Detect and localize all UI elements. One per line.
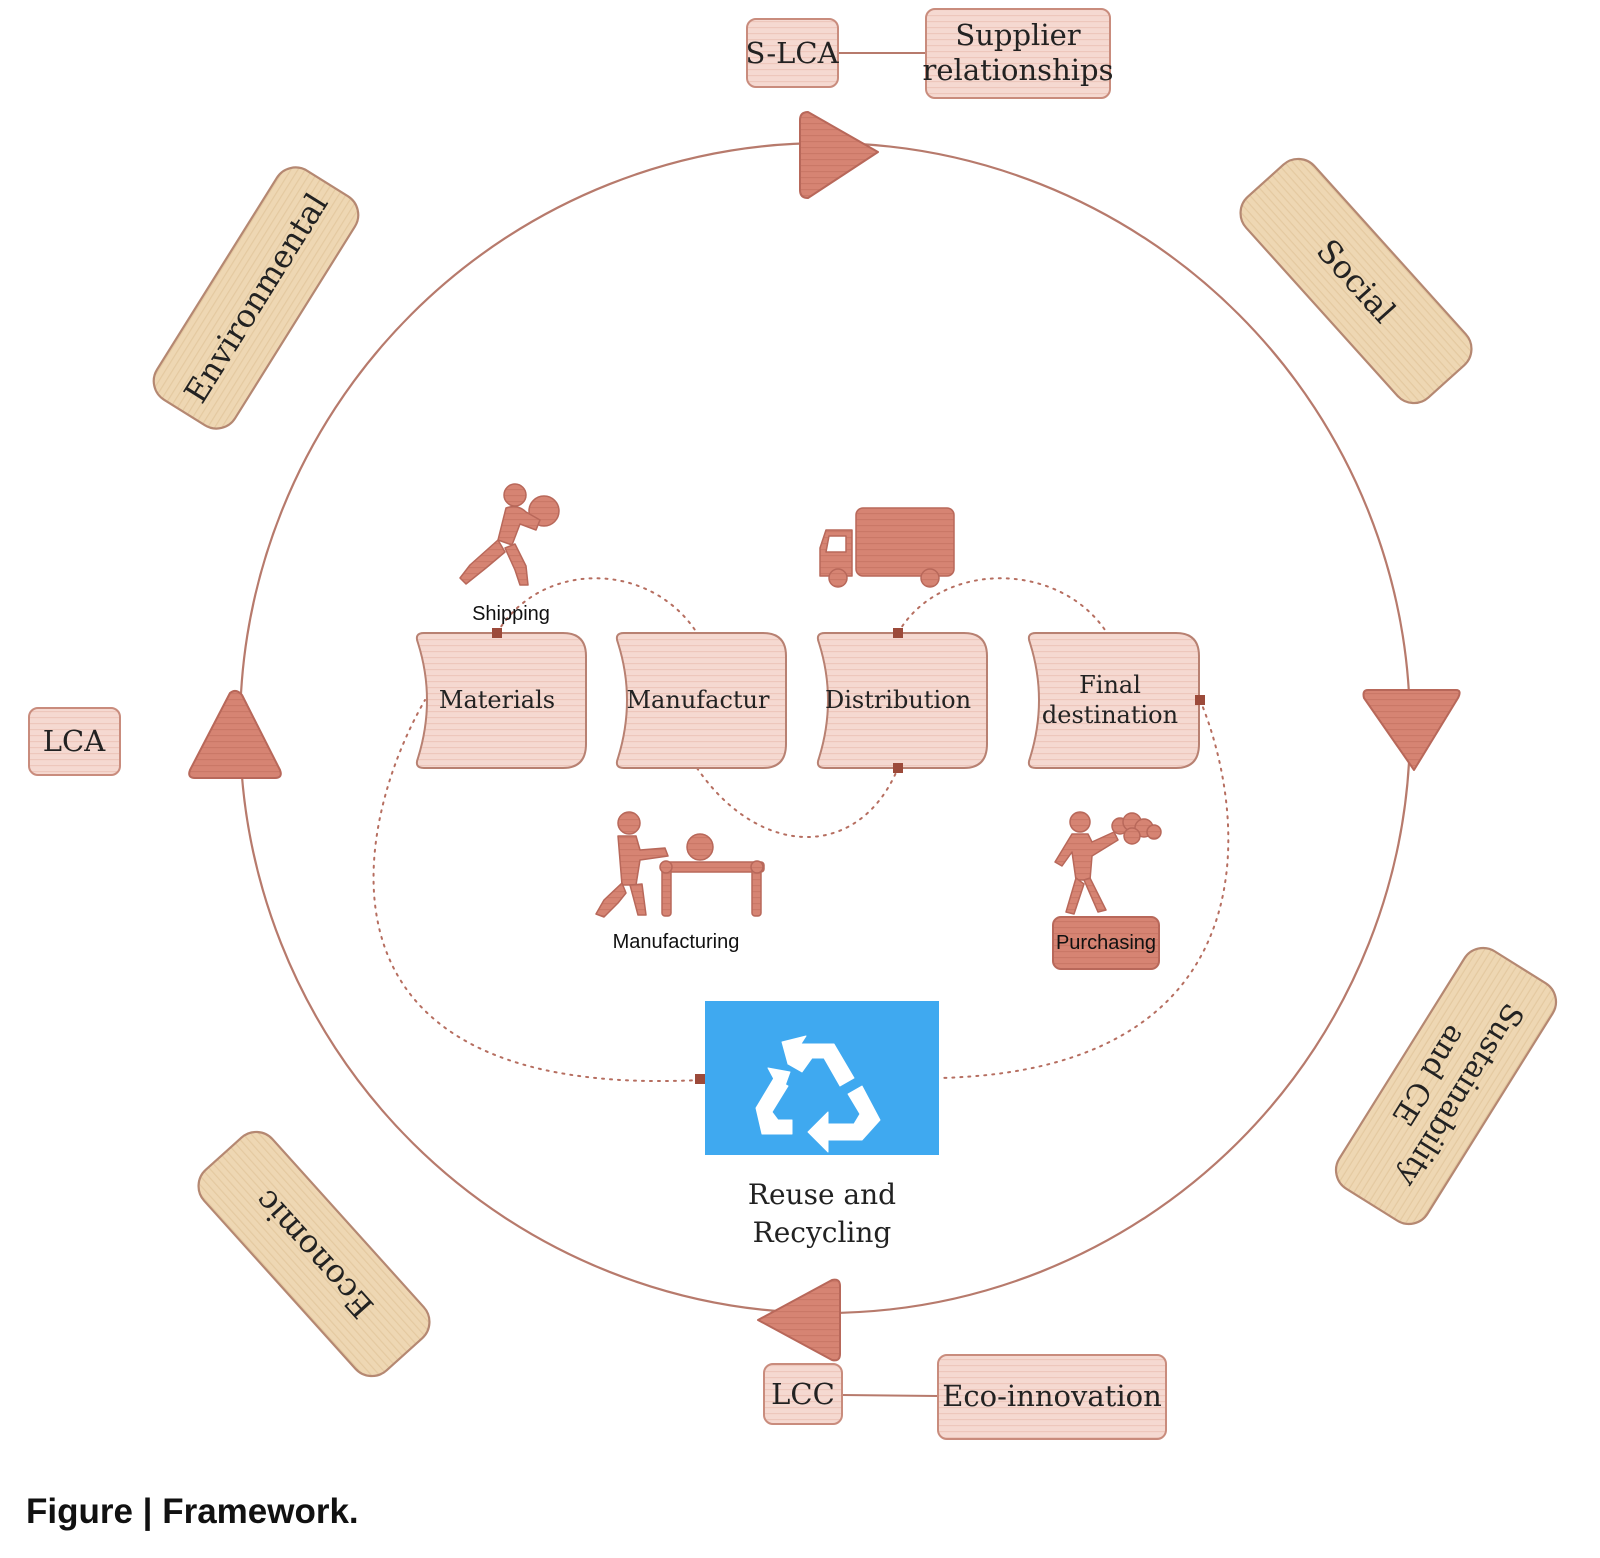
manufacturing-label: Manufacturing — [613, 931, 740, 953]
shipping-label: Shipping — [472, 603, 550, 625]
lcc-label: LCC — [771, 1377, 835, 1411]
lcc-connector — [841, 1394, 939, 1397]
sustainability-box: Sustainability and CE — [1334, 946, 1558, 1226]
social-box: Social — [1239, 157, 1473, 405]
stage-final-label-line2: destination — [1042, 701, 1178, 729]
connector-point — [893, 763, 903, 773]
purchasing-box: Purchasing — [1052, 916, 1160, 970]
purchasing-label: Purchasing — [1056, 932, 1156, 954]
flow-manufactur-to-distribution — [696, 767, 899, 838]
flow-paths — [372, 577, 1230, 1083]
stage-manufactur-label: Manufactur — [626, 686, 770, 714]
lcc-box: LCC — [763, 1363, 843, 1425]
flow-distribution-to-final — [897, 577, 1108, 634]
connector-point — [893, 628, 903, 638]
recycle-icon — [755, 1035, 881, 1153]
direction-arrow-bottom — [757, 1278, 841, 1362]
stage-materials: Materials — [415, 632, 587, 769]
direction-arrow-top — [799, 111, 879, 199]
flow-materials-to-manufactur — [496, 577, 698, 634]
slca-label: S-LCA — [745, 36, 839, 70]
direction-arrow-left — [188, 689, 282, 779]
supplier-relationships-box: Supplier relationships — [923, 8, 1114, 99]
stage-final-destination: Final destination — [1027, 632, 1200, 769]
supplier-label-line1: Supplier — [955, 18, 1080, 52]
supplier-label-line2: relationships — [923, 53, 1114, 87]
worker-at-table-icon — [595, 811, 765, 918]
person-carrying-icon — [459, 483, 560, 586]
stage-distribution-label: Distribution — [825, 686, 971, 714]
delivery-truck-icon — [819, 507, 955, 588]
connector-point — [492, 628, 502, 638]
recycling-tile — [705, 1001, 939, 1155]
stage-materials-label: Materials — [439, 686, 555, 714]
eco-innovation-box: Eco-innovation — [937, 1354, 1167, 1440]
recycling-label-line1: Reuse and — [748, 1178, 896, 1211]
figure-caption: Figure | Framework. — [26, 1492, 359, 1531]
connector-point — [695, 1074, 705, 1084]
flow-recycling-to-materials — [372, 699, 701, 1083]
stage-final-label-line1: Final — [1079, 671, 1141, 699]
slca-box: S-LCA — [745, 18, 840, 88]
direction-arrow-right — [1362, 689, 1461, 771]
shopper-icon — [1054, 811, 1162, 915]
economic-box: Economic — [197, 1130, 431, 1378]
lca-label: LCA — [43, 724, 106, 758]
lca-box: LCA — [28, 707, 121, 776]
stage-distribution: Distribution — [816, 632, 988, 769]
environmental-box: Environmental — [152, 166, 360, 430]
stage-manufactur: Manufactur — [615, 632, 787, 769]
recycling-label-line2: Recycling — [753, 1216, 892, 1249]
connector-points — [492, 628, 1205, 1084]
connector-point — [1195, 695, 1205, 705]
eco-innovation-label: Eco-innovation — [942, 1379, 1162, 1413]
